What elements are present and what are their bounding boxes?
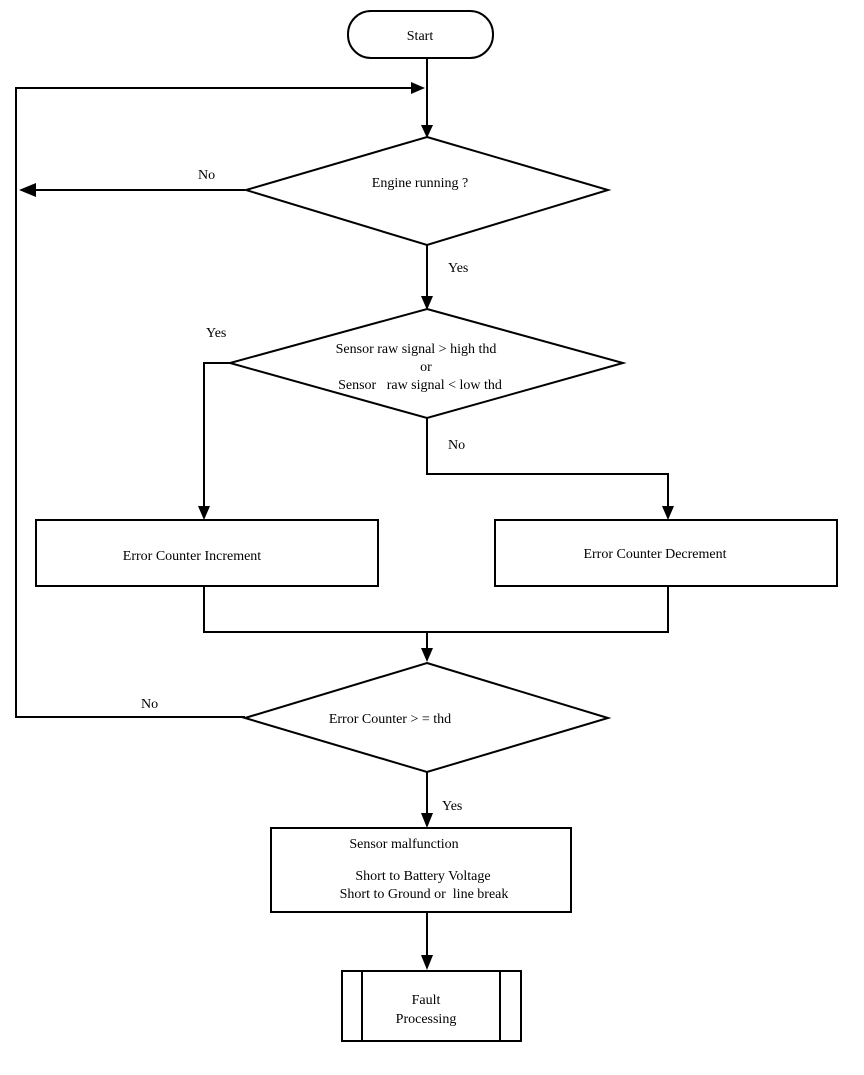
arrowhead-malfunction (421, 813, 433, 828)
arrowhead-sensor-top (421, 296, 433, 310)
process-error-counter-decrement (494, 519, 838, 587)
sensor-condition-line3: Sensor raw signal < low thd (338, 378, 502, 393)
counter-label: Error Counter > = thd (329, 712, 451, 727)
engine-running-label: Engine running ? (372, 176, 468, 191)
arrowhead-loop-merge (411, 82, 425, 94)
arrowhead-engine-no (19, 183, 36, 197)
fault-line1: Fault (412, 993, 441, 1008)
arrowhead-increment (198, 506, 210, 520)
sensor-no-label: No (448, 438, 465, 453)
arrowhead-engine-top (421, 125, 433, 138)
connector-join (203, 586, 669, 633)
sensor-yes-label: Yes (206, 326, 226, 341)
fault-line2: Processing (396, 1012, 457, 1027)
malfunction-line3: Short to Ground or line break (340, 887, 509, 902)
counter-yes-label: Yes (442, 799, 462, 814)
process-error-counter-increment (35, 519, 379, 587)
process-sensor-malfunction (270, 827, 572, 913)
subprocess-fault-processing (341, 970, 522, 1042)
decrement-label: Error Counter Decrement (583, 547, 726, 562)
malfunction-line2: Short to Battery Voltage (355, 869, 490, 884)
counter-no-label: No (141, 697, 158, 712)
increment-label: Error Counter Increment (123, 549, 261, 564)
start-terminal (347, 10, 494, 59)
malfunction-title: Sensor malfunction (349, 837, 458, 852)
arrowhead-fault (421, 955, 433, 970)
arrowhead-counter-top (421, 648, 433, 662)
engine-no-label: No (198, 168, 215, 183)
sensor-condition-line2: or (420, 360, 432, 375)
decision-error-counter (241, 661, 612, 774)
sensor-condition-line1: Sensor raw signal > high thd (336, 342, 497, 357)
arrowhead-decrement (662, 506, 674, 520)
decision-sensor-signal (226, 307, 627, 420)
decision-engine-running (242, 135, 612, 247)
connector-sensor-no (426, 418, 669, 508)
start-label: Start (407, 29, 434, 44)
connector-sensor-yes (203, 362, 230, 508)
connector-loop-back (15, 87, 413, 718)
engine-yes-label: Yes (448, 261, 468, 276)
